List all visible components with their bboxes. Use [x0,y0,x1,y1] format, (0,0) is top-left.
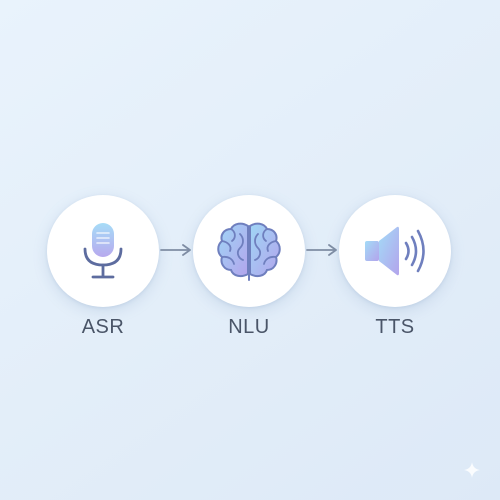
asr-label: ASR [81,316,125,338]
arrow-right-icon [306,244,337,256]
asr-node [47,195,159,307]
speaker-icon [365,226,425,276]
brain-icon [217,222,281,281]
nlu-label: NLU [228,316,270,338]
nlu-node [193,195,305,307]
tts-label: TTS [375,316,415,338]
arrow-right-icon [160,244,191,256]
microphone-icon [83,223,123,279]
sparkle-icon [464,462,480,478]
tts-node [339,195,451,307]
